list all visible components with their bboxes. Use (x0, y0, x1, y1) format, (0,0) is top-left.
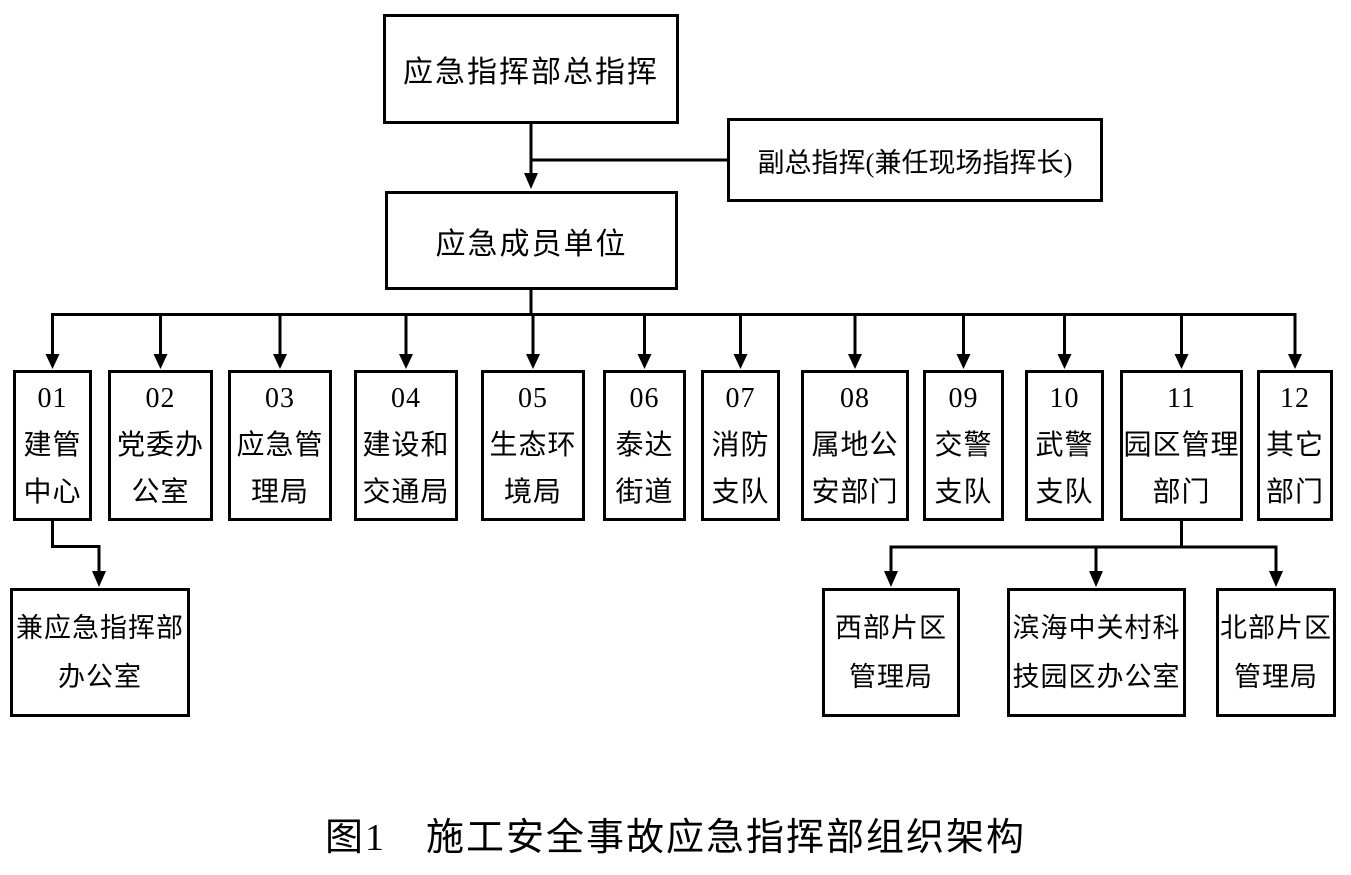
unit-name-line: 生态环 (489, 430, 577, 461)
unit-box-06: 06 泰达 街道 (603, 370, 686, 521)
unit-box-08: 08 属地公 安部门 (801, 370, 909, 521)
box-deputy-commander: 副总指挥(兼任现场指挥长) (727, 118, 1103, 202)
unit-box-09: 09 交警 支队 (923, 370, 1004, 521)
deputy-label: 副总指挥(兼任现场指挥长) (757, 147, 1073, 178)
hq-office-line: 兼应急指挥部 (16, 612, 184, 643)
unit-name-line: 中心 (23, 477, 82, 508)
unit-box-07: 07 消防 支队 (701, 370, 780, 521)
unit-name-line: 消防 (711, 430, 770, 461)
unit-name-line: 安部门 (811, 477, 899, 508)
unit-number: 05 (518, 383, 548, 414)
unit-number: 06 (629, 383, 660, 414)
hq-office-line: 办公室 (58, 661, 142, 692)
box-binhai-zhongguancun-office: 滨海中关村科 技园区办公室 (1007, 588, 1186, 717)
figure-caption: 图1 施工安全事故应急指挥部组织架构 (324, 817, 1026, 859)
unit-name-line: 党委办 (116, 430, 204, 461)
box-member-unit: 应急成员单位 (385, 191, 678, 290)
commander-label: 应急指挥部总指挥 (403, 56, 659, 89)
unit-box-04: 04 建设和 交通局 (354, 370, 458, 521)
unit-number: 02 (145, 383, 176, 414)
unit-name-line: 园区管理 (1123, 430, 1240, 461)
unit-name-line: 理局 (250, 477, 309, 508)
unit-name-line: 公室 (131, 477, 190, 508)
unit-name-line: 属地公 (811, 430, 899, 461)
unit-name-line: 建管 (23, 430, 82, 461)
unit-name-line: 部门 (1265, 477, 1324, 508)
box-hq-office: 兼应急指挥部 办公室 (10, 588, 190, 717)
unit-name-line: 建设和 (362, 430, 450, 461)
unit-name-line: 其它 (1265, 430, 1324, 461)
unit-name-line: 部门 (1152, 477, 1211, 508)
unit-box-11: 11 园区管理 部门 (1120, 370, 1243, 521)
unit-name-line: 境局 (503, 477, 562, 508)
unit-name-line: 泰达 (615, 430, 674, 461)
unit-name-line: 支队 (934, 477, 993, 508)
unit-number: 07 (725, 383, 756, 414)
unit-box-05: 05 生态环 境局 (481, 370, 585, 521)
unit-name-line: 街道 (615, 477, 674, 508)
unit-name-line: 武警 (1035, 430, 1094, 461)
unit-box-03: 03 应急管 理局 (228, 370, 332, 521)
box-west-district-bureau: 西部片区 管理局 (822, 588, 960, 717)
binhai-office-line: 技园区办公室 (1012, 661, 1181, 692)
unit-box-12: 12 其它 部门 (1257, 370, 1333, 521)
box-commander: 应急指挥部总指挥 (383, 14, 679, 124)
unit-number: 04 (391, 383, 421, 414)
west-district-line: 管理局 (849, 661, 933, 692)
unit-number: 09 (948, 383, 979, 414)
unit-number: 01 (37, 383, 68, 414)
west-district-line: 西部片区 (835, 612, 947, 643)
unit-number: 03 (265, 383, 295, 414)
north-district-line: 北部片区 (1220, 612, 1332, 643)
unit-box-10: 10 武警 支队 (1025, 370, 1104, 521)
unit-name-line: 交警 (934, 430, 993, 461)
unit-name-line: 支队 (1035, 477, 1094, 508)
north-district-line: 管理局 (1234, 661, 1318, 692)
unit-name-line: 应急管 (236, 430, 324, 461)
unit-number: 12 (1280, 383, 1310, 414)
unit-box-02: 02 党委办 公室 (108, 370, 213, 521)
unit-box-01: 01 建管 中心 (13, 370, 92, 521)
unit-name-line: 交通局 (362, 477, 450, 508)
box-north-district-bureau: 北部片区 管理局 (1216, 588, 1336, 717)
unit-number: 08 (840, 383, 870, 414)
binhai-office-line: 滨海中关村科 (1012, 612, 1181, 643)
unit-name-line: 支队 (711, 477, 770, 508)
member-unit-label: 应急成员单位 (435, 227, 628, 261)
unit-number: 11 (1167, 383, 1196, 414)
unit-number: 10 (1049, 383, 1080, 414)
